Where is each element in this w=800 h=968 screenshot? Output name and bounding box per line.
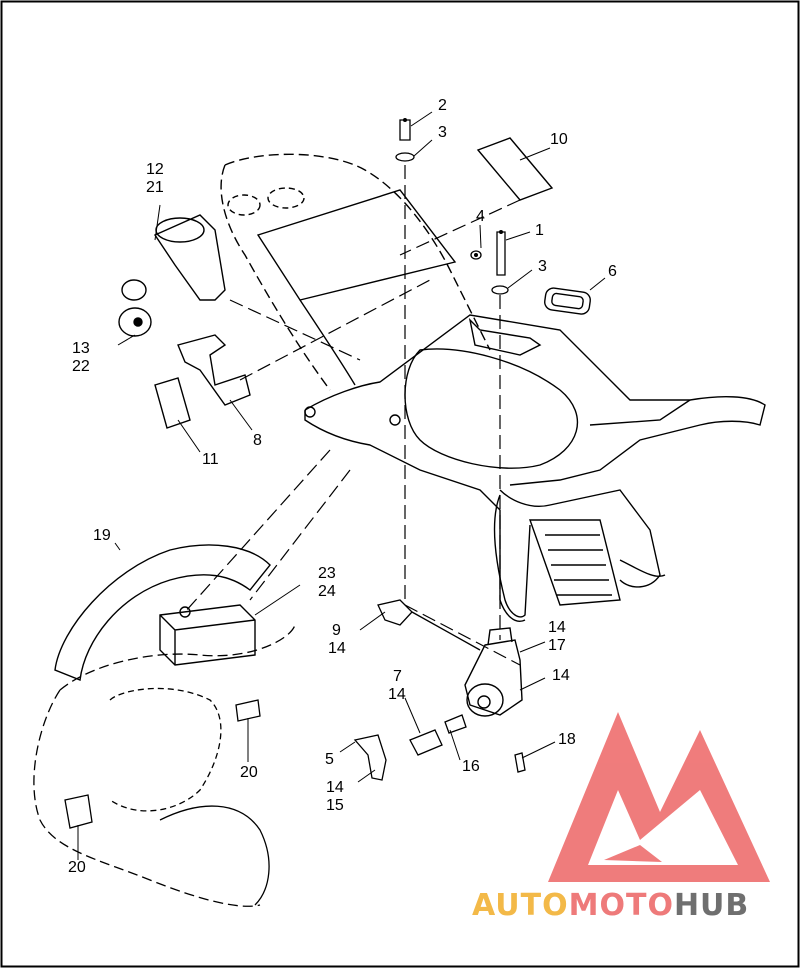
callout-14-e: 14 [326,779,344,796]
callout-13: 13 [72,340,90,357]
rear-fender-frame [220,153,491,391]
lock-assembly-14-17 [464,627,523,717]
detail-marks [403,118,503,257]
callout-14-b: 14 [548,619,566,636]
battery-23-24 [159,604,256,666]
callout-14-d: 14 [388,686,406,703]
callout-4: 4 [476,208,485,225]
callout-21: 21 [146,179,164,196]
callout-23: 23 [318,565,336,582]
callout-20-a: 20 [240,764,258,781]
callout-11: 11 [202,451,219,468]
small-parts [353,599,526,781]
callout-10: 10 [550,131,568,148]
watermark-moto: MOTO [568,888,674,923]
key-fob-13-22 [118,279,152,337]
callout-15: 15 [326,797,344,814]
callout-20-b: 20 [68,859,86,876]
callout-1: 1 [535,222,544,239]
callout-24: 24 [318,583,336,600]
plate-10 [476,137,554,201]
callout-7: 7 [393,668,402,685]
callout-22: 22 [72,358,90,375]
grommet-6 [544,287,591,315]
rear-frame-assembly [304,314,766,622]
callout-14-a: 14 [328,640,346,657]
watermark-logo [548,712,770,882]
callout-17: 17 [548,637,566,654]
callout-19: 19 [93,527,111,544]
watermark-hub: HUB [673,888,750,923]
callout-8: 8 [253,432,262,449]
seat-cover-19 [54,544,271,681]
canister-12-21 [153,214,226,301]
callout-6: 6 [608,263,617,280]
callout-9: 9 [332,622,341,639]
assembly-dash-lines [184,165,521,666]
lenses-20 [64,699,261,829]
watermark-text: AUTOMOTOHUB [472,888,749,923]
callout-3-top: 3 [438,124,447,141]
callout-16: 16 [462,758,480,775]
callout-14-c: 14 [552,667,570,684]
callout-2: 2 [438,97,447,114]
bracket-8-11 [154,334,251,429]
callout-12: 12 [146,161,164,178]
watermark-auto: AUTO [472,888,569,923]
leader-lines [77,111,606,860]
callout-3-mid: 3 [538,258,547,275]
rear-fender-lower [33,624,296,907]
callout-18: 18 [558,731,576,748]
callout-5: 5 [325,751,334,768]
